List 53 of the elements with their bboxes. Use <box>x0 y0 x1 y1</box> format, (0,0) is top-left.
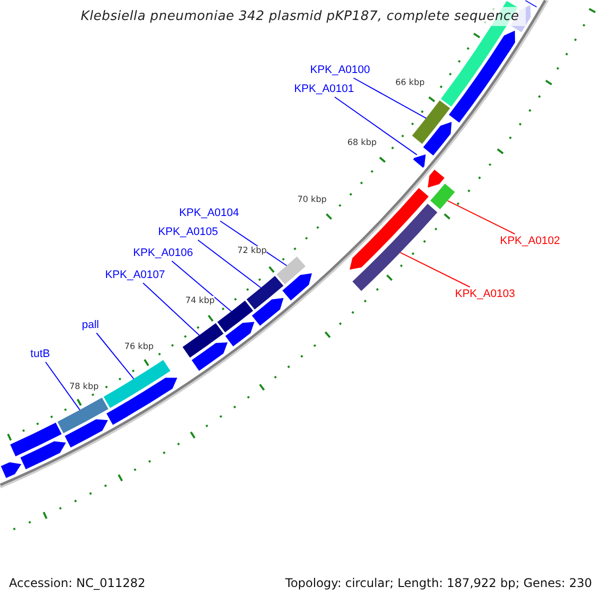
leader-line <box>45 362 80 410</box>
gene-segment <box>276 256 306 284</box>
leader-line <box>197 240 262 288</box>
gene-label: KPK_A0103 <box>455 288 515 301</box>
gene-label: pall <box>82 319 99 332</box>
gene-segment <box>350 188 429 270</box>
gene-segment <box>413 154 426 168</box>
scale-label: 68 kbp <box>347 138 377 148</box>
footer-text: Accession: NC_011282 <box>9 576 146 590</box>
gene-label: KPK_A0105 <box>158 226 218 239</box>
gene-segment <box>10 422 62 456</box>
gene-segment <box>20 441 66 470</box>
gene-segment <box>64 419 108 448</box>
gene-segment <box>57 398 108 434</box>
gene-segment <box>352 204 438 291</box>
gene-segment <box>217 300 254 332</box>
gene-segment <box>225 322 254 346</box>
scale-label: 70 kbp <box>297 195 327 205</box>
leader-line <box>334 96 418 156</box>
footer-text: Topology: circular; Length: 187,922 bp; Genes: 230 <box>285 576 592 590</box>
gene-segment <box>282 273 312 300</box>
gene-segment <box>525 0 537 8</box>
gene-segment <box>252 298 284 326</box>
scale-label: 72 kbp <box>237 246 267 256</box>
gene-label: KPK_A0101 <box>294 83 354 96</box>
leader-line <box>400 252 470 288</box>
gene-segment <box>430 184 455 210</box>
gene-label: KPK_A0100 <box>310 64 370 77</box>
leader-line <box>96 332 134 380</box>
gene-segment <box>106 378 178 425</box>
leader-line <box>447 200 516 234</box>
gene-segment <box>448 30 516 123</box>
scale-label: 66 kbp <box>395 78 425 88</box>
gene-segment <box>182 323 224 358</box>
gene-label: KPK_A0107 <box>105 269 165 282</box>
gene-segment <box>192 342 228 371</box>
gene-label: KPK_A0102 <box>500 235 560 248</box>
gene-segment <box>104 360 170 408</box>
gene-segment <box>428 170 444 188</box>
leader-line <box>220 220 288 266</box>
gene-label: KPK_A0104 <box>179 207 239 220</box>
scale-label: 76 kbp <box>124 342 154 352</box>
gene-segment <box>423 122 452 156</box>
gene-label: KPK_A0106 <box>133 247 193 260</box>
leader-line <box>171 260 232 312</box>
leader-line <box>142 282 200 336</box>
gene-segment <box>412 100 450 144</box>
leader-line <box>353 78 427 119</box>
gene-segment <box>0 462 22 478</box>
scale-label: 74 kbp <box>185 296 215 306</box>
gene-segment <box>246 276 284 310</box>
gene-label: tutB <box>30 348 50 361</box>
scale-label: 78 kbp <box>69 382 99 392</box>
